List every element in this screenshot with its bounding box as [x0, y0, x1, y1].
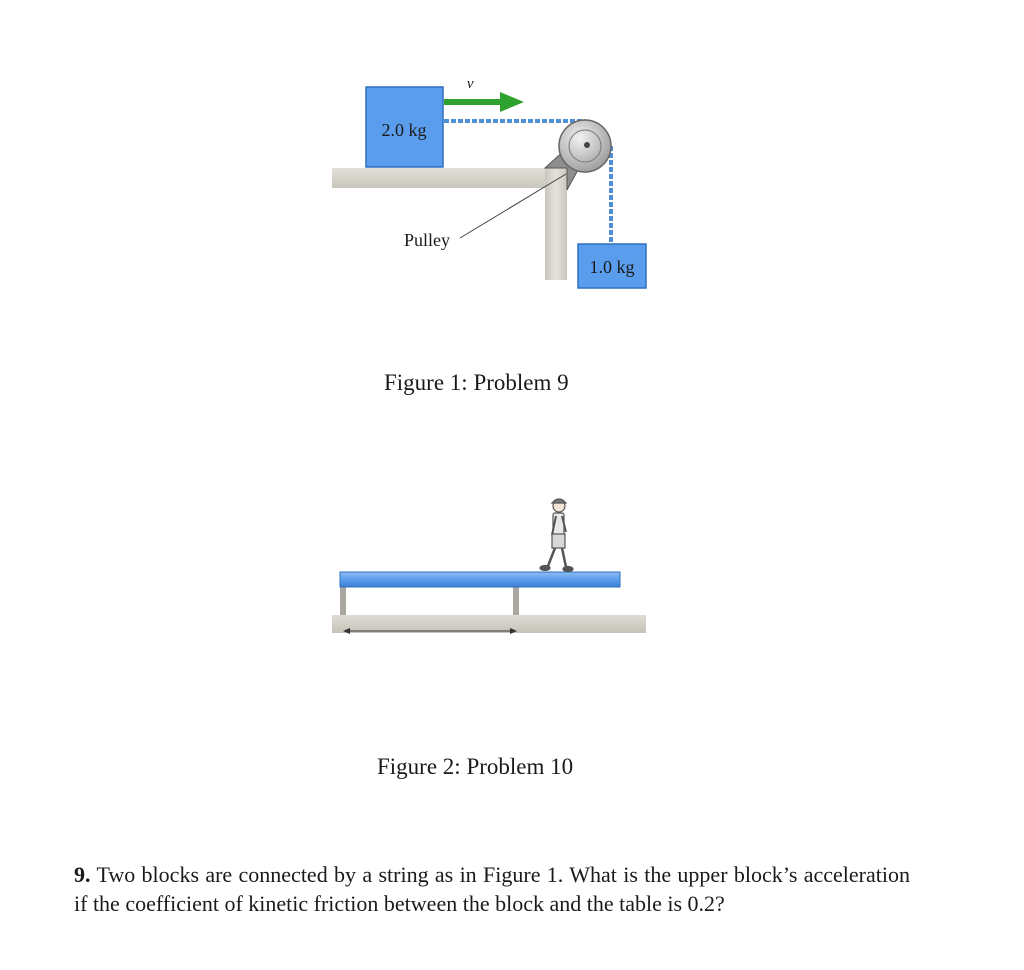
upper-block-label: 2.0 kg: [382, 120, 427, 140]
plank: [339, 571, 621, 588]
figure-2-diagram: [332, 498, 646, 634]
hanging-block-label: 1.0 kg: [590, 257, 635, 277]
table-top: [332, 168, 567, 188]
figure-2-caption: Figure 2: Problem 10: [377, 754, 574, 779]
pulley-leader-line: [459, 173, 567, 239]
problem-body: Two blocks are connected by a string as …: [74, 862, 910, 916]
pulley-axle: [584, 142, 590, 148]
figure-1-diagram: 2.0 kg 1.0 kg v⃗ Pulley: [332, 76, 647, 289]
upper-block: [365, 86, 444, 168]
middle-support: [513, 587, 519, 615]
floor: [332, 615, 646, 633]
velocity-label: v⃗: [467, 76, 485, 92]
table-leg: [545, 168, 567, 280]
left-support: [340, 587, 346, 615]
person-figure: [539, 498, 574, 573]
pulley-label: Pulley: [404, 230, 450, 250]
problem-number: 9.: [74, 862, 91, 887]
velocity-arrowhead: [500, 92, 524, 112]
figure-1-caption: Figure 1: Problem 9: [384, 370, 569, 395]
problem-9-text: 9. Two blocks are connected by a string …: [74, 860, 910, 918]
hanging-block: [577, 243, 647, 289]
